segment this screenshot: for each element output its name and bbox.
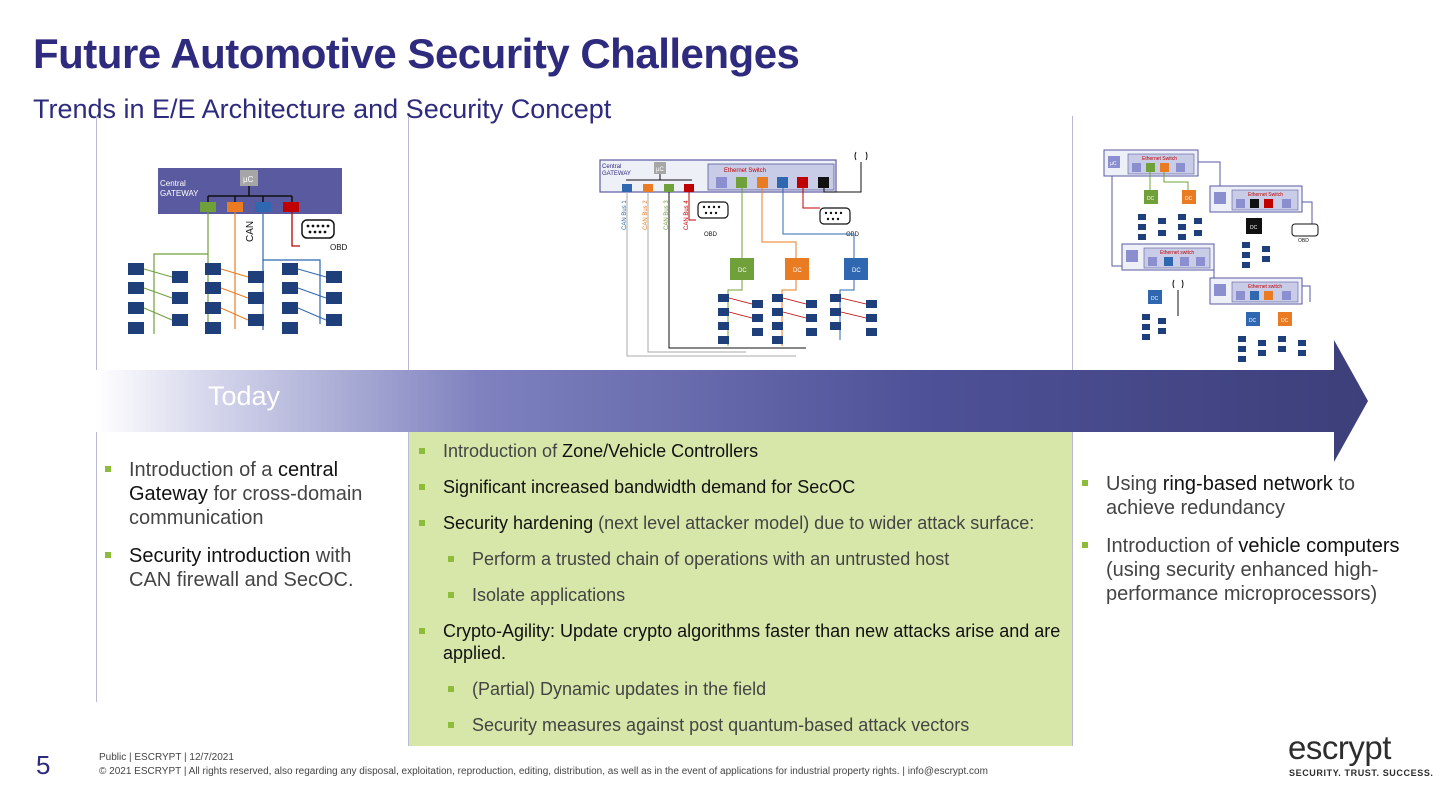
switch-label-1: Ethernet Switch: [1142, 156, 1177, 162]
ecu-grid: [718, 294, 877, 344]
sub-list-item: (Partial) Dynamic updates in the field: [417, 678, 1072, 700]
can-bus-4: CAN Bus 4: [684, 200, 690, 230]
zone-controller-2: [785, 258, 809, 280]
obd-label: OBD: [1298, 238, 1309, 244]
obd-connector: [1291, 223, 1319, 237]
switch-label: Ethernet Switch: [724, 168, 766, 174]
transition-bullets: Introduction of Zone/Vehicle Controllers…: [417, 440, 1072, 750]
antenna-icon: [854, 151, 868, 190]
list-item: Security introduction with CAN firewall …: [103, 544, 393, 592]
page-number: 5: [36, 750, 51, 780]
can-bus-2: CAN Bus 2: [643, 200, 649, 230]
list-item: Introduction of vehicle computers (using…: [1080, 534, 1400, 606]
highlight-panel: [409, 432, 1072, 746]
dc-d: DC: [1151, 296, 1159, 302]
gateway-label-1: Central: [602, 164, 621, 170]
can-label: CAN: [245, 221, 256, 242]
escrypt-logo: escrypt: [1288, 729, 1391, 766]
timeline-today-label: Today: [208, 381, 281, 411]
footer-classification: Public | ESCRYPT | 12/7/2021: [99, 752, 234, 763]
page-title: Future Automotive Security Challenges: [33, 30, 800, 77]
dc-label-3: DC: [852, 268, 861, 274]
future-bullets: Using ring-based network to achieve redu…: [1080, 472, 1400, 620]
obd-connector-1: [697, 201, 729, 219]
switch-label-4: Ethernet switch: [1248, 284, 1282, 290]
uc-label: µC: [1110, 161, 1117, 167]
obd-label: OBD: [330, 243, 348, 252]
gateway-label-2: GATEWAY: [602, 171, 631, 177]
uc-label: µC: [243, 175, 254, 184]
port-orange: [227, 202, 243, 212]
central-gateway-diagram: Central GATEWAY µC CAN OBD: [128, 168, 348, 334]
gateway-label-2: GATEWAY: [160, 189, 199, 198]
zone-controller-3: [844, 258, 868, 280]
sub-list-item: Security measures against post quantum-b…: [417, 714, 1072, 736]
list-item: Using ring-based network to achieve redu…: [1080, 472, 1400, 520]
dc-f: DC: [1281, 318, 1289, 324]
port-blue: [255, 202, 271, 212]
uc-box: [240, 170, 258, 186]
zone-controller-1: [730, 258, 754, 280]
ecu-grid: [128, 263, 342, 334]
ring-network-diagram: µC Ethernet Switch DC DC Ethernet Switch…: [1103, 149, 1319, 362]
page-subtitle: Trends in E/E Architecture and Security …: [33, 94, 612, 124]
today-bullets: Introduction of a central Gateway for cr…: [103, 458, 393, 606]
switch-label-2: Ethernet Switch: [1248, 192, 1283, 198]
zone-controller-diagram: Central GATEWAY µC Ethernet Switch CAN B…: [599, 151, 877, 357]
ethernet-switch-box: [707, 163, 835, 191]
port-green: [200, 202, 216, 212]
dc-label-2: DC: [793, 268, 802, 274]
obd-label-2: OBD: [846, 232, 860, 238]
gateway-label-1: Central: [160, 179, 186, 188]
footer-copyright: © 2021 ESCRYPT | All rights reserved, al…: [99, 766, 988, 777]
dc-e: DC: [1249, 318, 1257, 324]
obd-connector: [301, 219, 335, 239]
dc-b: DC: [1185, 196, 1193, 202]
sub-list-item: Isolate applications: [417, 584, 1072, 606]
switch-label-3: Ethernet switch: [1160, 250, 1194, 256]
uc-box: [654, 162, 666, 174]
dc-label-1: DC: [738, 268, 747, 274]
obd-label-1: OBD: [704, 232, 718, 238]
list-item: Introduction of a central Gateway for cr…: [103, 458, 393, 530]
can-bus-1: CAN Bus 1: [622, 200, 628, 230]
port-red: [283, 202, 299, 212]
list-item: Significant increased bandwidth demand f…: [417, 476, 1072, 498]
list-item: Security hardening (next level attacker …: [417, 512, 1072, 534]
list-item: Crypto-Agility: Update crypto algorithms…: [417, 620, 1072, 664]
sub-list-item: Perform a trusted chain of operations wi…: [417, 548, 1072, 570]
logo-tagline: SECURITY. TRUST. SUCCESS.: [1289, 768, 1434, 778]
list-item: Introduction of Zone/Vehicle Controllers: [417, 440, 1072, 462]
can-bus-3: CAN Bus 3: [664, 200, 670, 230]
uc-label: µC: [656, 167, 664, 173]
obd-connector-2: [819, 207, 851, 225]
dc-c: DC: [1250, 225, 1258, 231]
timeline-arrow: [96, 340, 1368, 462]
dc-a: DC: [1147, 196, 1155, 202]
